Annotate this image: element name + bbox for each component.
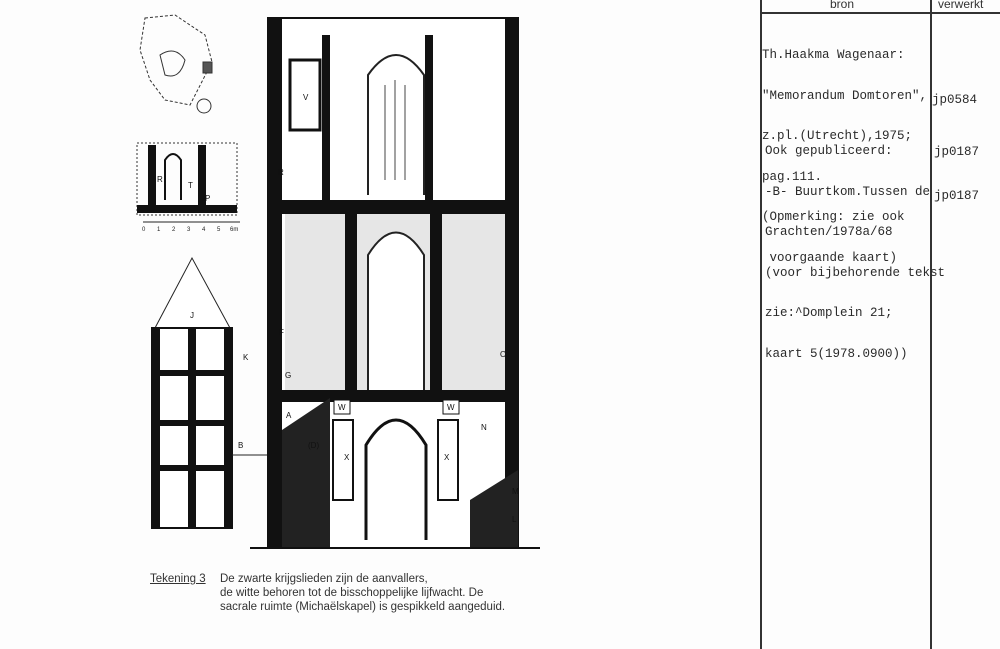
source-entry-2: Ook gepubliceerd: -B- Buurtkom.Tussen de…: [765, 144, 946, 361]
header-verwerkt: verwerkt: [938, 0, 984, 11]
tower-section-drawing: R T P 0 1 2 3 4 5 6m J B: [136, 14, 540, 549]
figure-caption: Tekening 3 De zwarte krijgslieden zijn d…: [150, 572, 505, 613]
source-entry-1: Th.Haakma Wagenaar: "Memorandum Domtoren…: [762, 48, 928, 265]
svg-text:L: L: [512, 515, 517, 524]
header-bron: bron: [830, 0, 855, 11]
svg-text:O: O: [500, 350, 506, 359]
inset-label-p: P: [205, 194, 210, 203]
code-entry-3: jp0187: [934, 189, 980, 203]
code-entry-1: jp0584: [932, 93, 978, 107]
svg-text:(D): (D): [308, 441, 319, 450]
svg-text:N: N: [481, 423, 487, 432]
svg-text:F: F: [279, 328, 284, 337]
section-inset: R T P: [136, 142, 238, 216]
svg-text:R: R: [278, 168, 284, 177]
scale-bar: 0 1 2 3 4 5 6m: [142, 221, 240, 233]
svg-text:5: 5: [217, 227, 221, 233]
inset-label-r: R: [157, 175, 163, 184]
svg-text:0: 0: [142, 227, 146, 233]
svg-text:1: 1: [157, 227, 161, 233]
main-tower: V W W X X (D) A R F G K N M L O: [243, 17, 540, 549]
svg-text:M: M: [512, 487, 519, 496]
svg-text:V: V: [303, 93, 309, 102]
header-rule: [760, 12, 1000, 14]
svg-text:4: 4: [202, 227, 206, 233]
gate-tower: J B: [151, 256, 268, 529]
caption-line: sacrale ruimte (Michaëlskapel) is gespik…: [220, 601, 506, 613]
svg-text:W: W: [338, 403, 346, 412]
code-entry-2: jp0187: [934, 145, 980, 159]
svg-text:X: X: [344, 453, 350, 462]
svg-text:A: A: [286, 411, 292, 420]
site-map-inset: [139, 14, 213, 114]
svg-text:K: K: [243, 353, 249, 362]
caption-line: De zwarte krijgslieden zijn de aanvaller…: [220, 573, 428, 585]
inset-label-t: T: [188, 181, 193, 190]
svg-text:W: W: [447, 403, 455, 412]
svg-text:2: 2: [172, 227, 176, 233]
table-divider: [930, 0, 932, 649]
caption-line: de witte behoren tot de bisschoppelijke …: [220, 587, 484, 599]
caption-label: Tekening 3: [150, 573, 206, 585]
svg-text:3: 3: [187, 227, 191, 233]
svg-text:G: G: [285, 371, 291, 380]
svg-text:J: J: [190, 311, 194, 320]
svg-text:X: X: [444, 453, 450, 462]
svg-text:6m: 6m: [230, 227, 238, 233]
table-divider: [760, 0, 762, 649]
svg-text:B: B: [238, 441, 243, 450]
